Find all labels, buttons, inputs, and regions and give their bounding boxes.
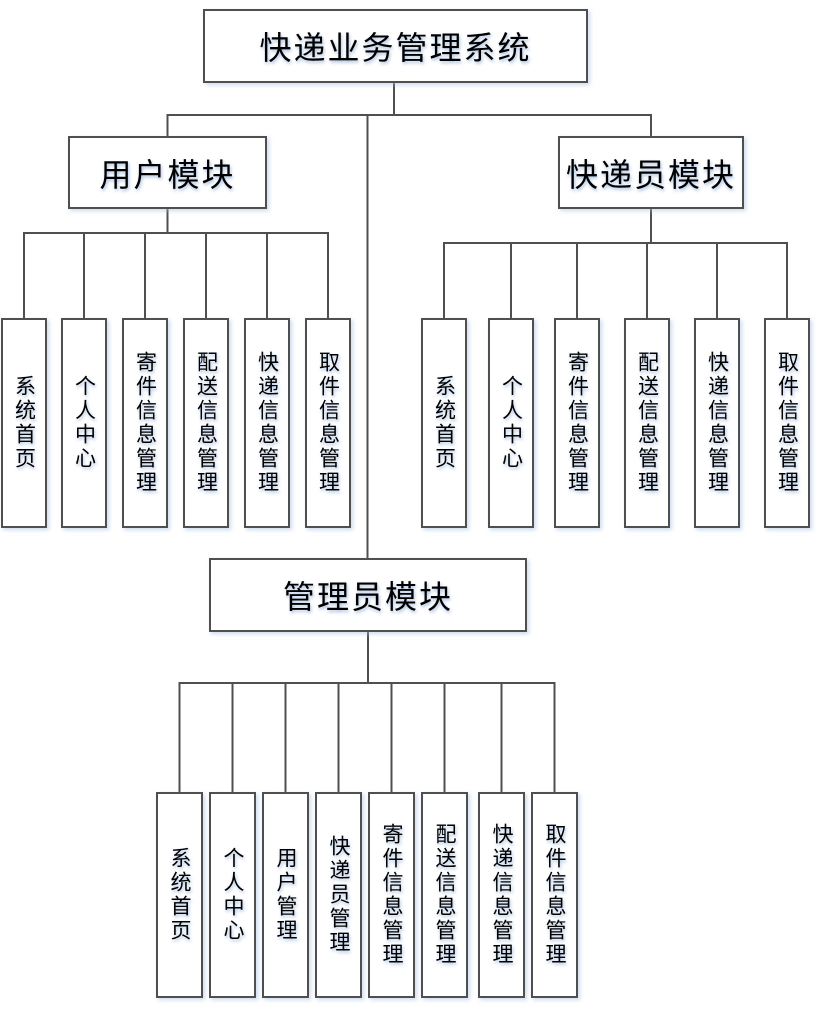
node-admin-child-shipping-info: 寄件信息管理	[368, 792, 415, 998]
node-admin-child-system-home: 系统首页	[156, 792, 203, 998]
leaf-label: 配送信息管理	[433, 823, 456, 967]
node-courier-child-express-info: 快递信息管理	[694, 318, 740, 528]
leaf-label: 个人中心	[221, 847, 244, 943]
leaf-label: 配送信息管理	[194, 351, 218, 495]
node-admin-child-express-info: 快递信息管理	[478, 792, 525, 998]
leaf-label: 快递信息管理	[490, 823, 513, 967]
node-admin-child-pickup-info: 取件信息管理	[531, 792, 578, 998]
leaf-label: 配送信息管理	[635, 351, 659, 495]
node-root: 快递业务管理系统	[203, 9, 588, 83]
node-user-module: 用户模块	[68, 136, 267, 209]
leaf-label: 用户管理	[274, 847, 297, 943]
node-root-label: 快递业务管理系统	[259, 30, 532, 66]
node-courier-child-delivery-info: 配送信息管理	[624, 318, 670, 528]
leaf-label: 取件信息管理	[775, 351, 799, 495]
node-admin-child-courier-mgmt: 快递员管理	[315, 792, 362, 998]
leaf-label: 寄件信息管理	[133, 351, 157, 495]
node-courier-child-system-home: 系统首页	[421, 318, 467, 528]
node-user-child-personal-center: 个人中心	[61, 318, 107, 528]
node-user-child-shipping-info: 寄件信息管理	[122, 318, 168, 528]
node-user-child-delivery-info: 配送信息管理	[183, 318, 229, 528]
node-admin-module-label: 管理员模块	[282, 579, 453, 615]
leaf-label: 取件信息管理	[316, 351, 340, 495]
node-admin-child-user-mgmt: 用户管理	[262, 792, 309, 998]
node-courier-child-shipping-info: 寄件信息管理	[554, 318, 600, 528]
leaf-label: 系统首页	[168, 847, 191, 943]
node-courier-child-pickup-info: 取件信息管理	[764, 318, 810, 528]
node-courier-module-label: 快递员模块	[565, 156, 736, 193]
node-user-child-system-home: 系统首页	[1, 318, 47, 528]
node-user-child-express-info: 快递信息管理	[244, 318, 290, 528]
leaf-label: 系统首页	[12, 375, 36, 471]
leaf-label: 系统首页	[432, 375, 456, 471]
node-courier-child-personal-center: 个人中心	[488, 318, 534, 528]
leaf-label: 快递信息管理	[705, 351, 729, 495]
node-user-module-label: 用户模块	[99, 156, 236, 193]
leaf-label: 取件信息管理	[543, 823, 566, 967]
leaf-label: 快递信息管理	[255, 351, 279, 495]
leaf-label: 寄件信息管理	[565, 351, 589, 495]
node-admin-child-delivery-info: 配送信息管理	[421, 792, 468, 998]
leaf-label: 寄件信息管理	[380, 823, 403, 967]
leaf-label: 个人中心	[72, 375, 96, 471]
node-user-child-pickup-info: 取件信息管理	[305, 318, 351, 528]
leaf-label: 个人中心	[499, 375, 523, 471]
leaf-label: 快递员管理	[327, 835, 350, 955]
node-courier-module: 快递员模块	[558, 136, 744, 209]
node-admin-module: 管理员模块	[209, 558, 527, 632]
node-admin-child-personal-center: 个人中心	[209, 792, 256, 998]
